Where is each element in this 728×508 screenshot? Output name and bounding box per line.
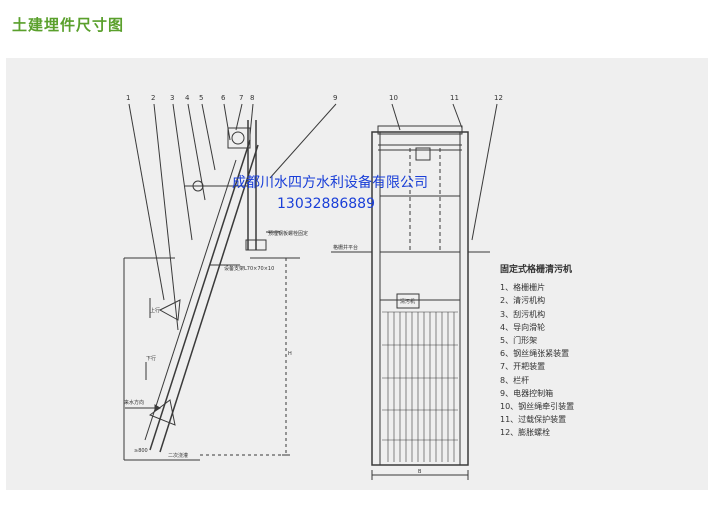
callout-3: 3 bbox=[170, 94, 174, 102]
note-down: 下行 bbox=[146, 355, 156, 362]
legend-item: 8、栏杆 bbox=[500, 375, 530, 385]
callout-12: 12 bbox=[494, 94, 503, 102]
note-beam: 预埋钢板螺栓固定 bbox=[268, 230, 308, 237]
drawing-panel bbox=[6, 58, 708, 490]
legend-item: 11、过载保护装置 bbox=[500, 415, 567, 425]
legend-item: 6、钢丝绳张紧装置 bbox=[500, 349, 570, 359]
legend-item: 1、格栅栅片 bbox=[500, 283, 546, 293]
page-title: 土建埋件尺寸图 bbox=[12, 16, 125, 34]
watermark-phone: 13032886889 bbox=[277, 196, 375, 212]
callout-10: 10 bbox=[389, 94, 398, 102]
note-platform: 格栅井平台 bbox=[333, 244, 358, 251]
callout-9: 9 bbox=[333, 94, 337, 102]
legend-title: 固定式格栅清污机 bbox=[500, 265, 573, 275]
legend-item: 12、膨胀螺栓 bbox=[500, 428, 551, 438]
note-b: B bbox=[418, 469, 422, 475]
callout-11: 11 bbox=[450, 94, 459, 102]
note-h: H bbox=[288, 351, 292, 357]
legend: 固定式格栅清污机 1、格栅栅片 2、清污机构 3、刮污机构 4、导向滑轮 5、门… bbox=[500, 264, 574, 440]
note-angle: 设备支架L70×70×10 bbox=[224, 265, 274, 272]
legend-item: 10、钢丝绳牵引装置 bbox=[500, 402, 575, 412]
callout-4: 4 bbox=[185, 94, 190, 102]
note-flow: 来水方向 bbox=[124, 399, 144, 406]
note-bottom-b: ≥800 bbox=[134, 448, 148, 454]
callout-6: 6 bbox=[221, 94, 226, 102]
callout-7: 7 bbox=[239, 94, 243, 102]
note-screen: 清污机 bbox=[400, 298, 415, 305]
callout-8: 8 bbox=[250, 94, 254, 102]
watermark: 成都川水四方水利设备有限公司 13032886889 bbox=[232, 173, 428, 215]
callout-1: 1 bbox=[126, 94, 130, 102]
legend-item: 2、清污机构 bbox=[500, 296, 546, 306]
legend-item: 5、门形架 bbox=[500, 336, 538, 346]
legend-item: 4、导向滑轮 bbox=[500, 322, 546, 332]
note-up: 上行 bbox=[150, 307, 160, 314]
legend-item: 7、开耙装置 bbox=[500, 362, 546, 372]
callout-5: 5 bbox=[199, 94, 203, 102]
callout-2: 2 bbox=[151, 94, 155, 102]
watermark-company: 成都川水四方水利设备有限公司 bbox=[232, 175, 428, 191]
legend-item: 3、刮污机构 bbox=[500, 309, 546, 319]
note-bottom-a: 二次浇灌 bbox=[168, 452, 188, 459]
legend-item: 9、电器控制箱 bbox=[500, 388, 554, 398]
